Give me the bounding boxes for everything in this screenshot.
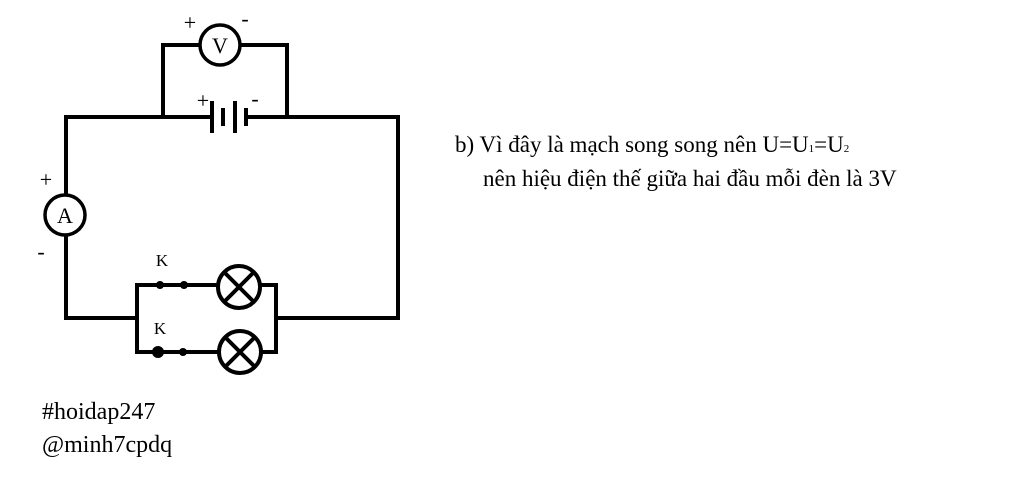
voltmeter-branch-wire [161,43,289,117]
ammeter-plus: + [40,167,52,192]
answer-line-1-text: b) Vì đây là mạch song song nên U=U [455,132,809,157]
voltmeter-minus: - [241,6,248,31]
right-wire [274,115,400,320]
voltmeter-plus: + [184,10,196,35]
battery-minus: - [251,86,258,111]
answer-line-1: b) Vì đây là mạch song song nên U=U1=U2 [455,133,849,156]
username-text: @minh7cpdq [42,432,173,458]
battery-plus: + [197,88,209,113]
subscript-1: 1 [808,143,815,155]
ammeter-minus: - [37,239,44,264]
voltmeter-circle [198,23,242,67]
answer-line-2: nên hiệu điện thế giữa hai đầu mỗi đèn l… [483,166,897,191]
switch-1-label: K [156,251,169,270]
left-wire-lower [64,234,139,320]
switch-2-label: K [154,319,167,338]
switch-1-contact-right [180,281,188,289]
ammeter-circle [43,193,87,237]
switch-1-contact-left [156,281,164,289]
switch-2-contact-right [179,348,187,356]
hashtag-text: #hoidap247 [42,399,156,425]
lamp-1-cross [223,271,255,303]
switch-2-contact-left [152,346,164,358]
voltmeter-label: V [212,33,228,58]
subscript-2: 2 [843,143,850,155]
lamp-2-cross [224,336,256,368]
ammeter-label: A [57,203,73,228]
answer-equals: =U [814,132,844,157]
